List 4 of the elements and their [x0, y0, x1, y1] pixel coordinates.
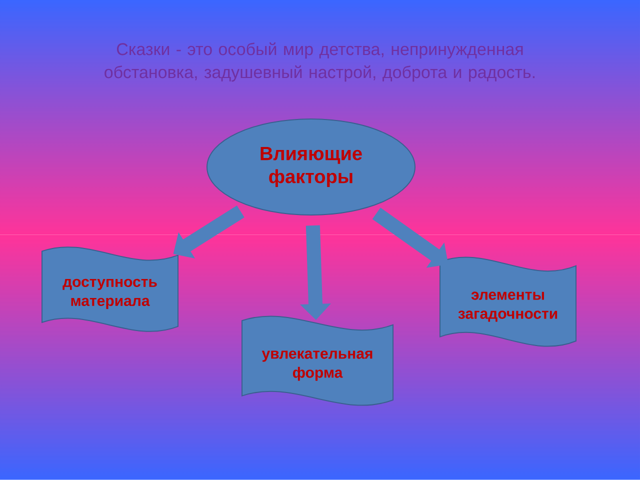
wave-banner: увлекательная форма [242, 316, 394, 406]
wave-banner: доступность материала [42, 246, 178, 332]
wave-banner: элементы загадочности [440, 256, 576, 347]
title: Сказки - это особый мир детства, непринужденная обстановка, задушевный настрой, доброта и радость. [104, 42, 534, 82]
